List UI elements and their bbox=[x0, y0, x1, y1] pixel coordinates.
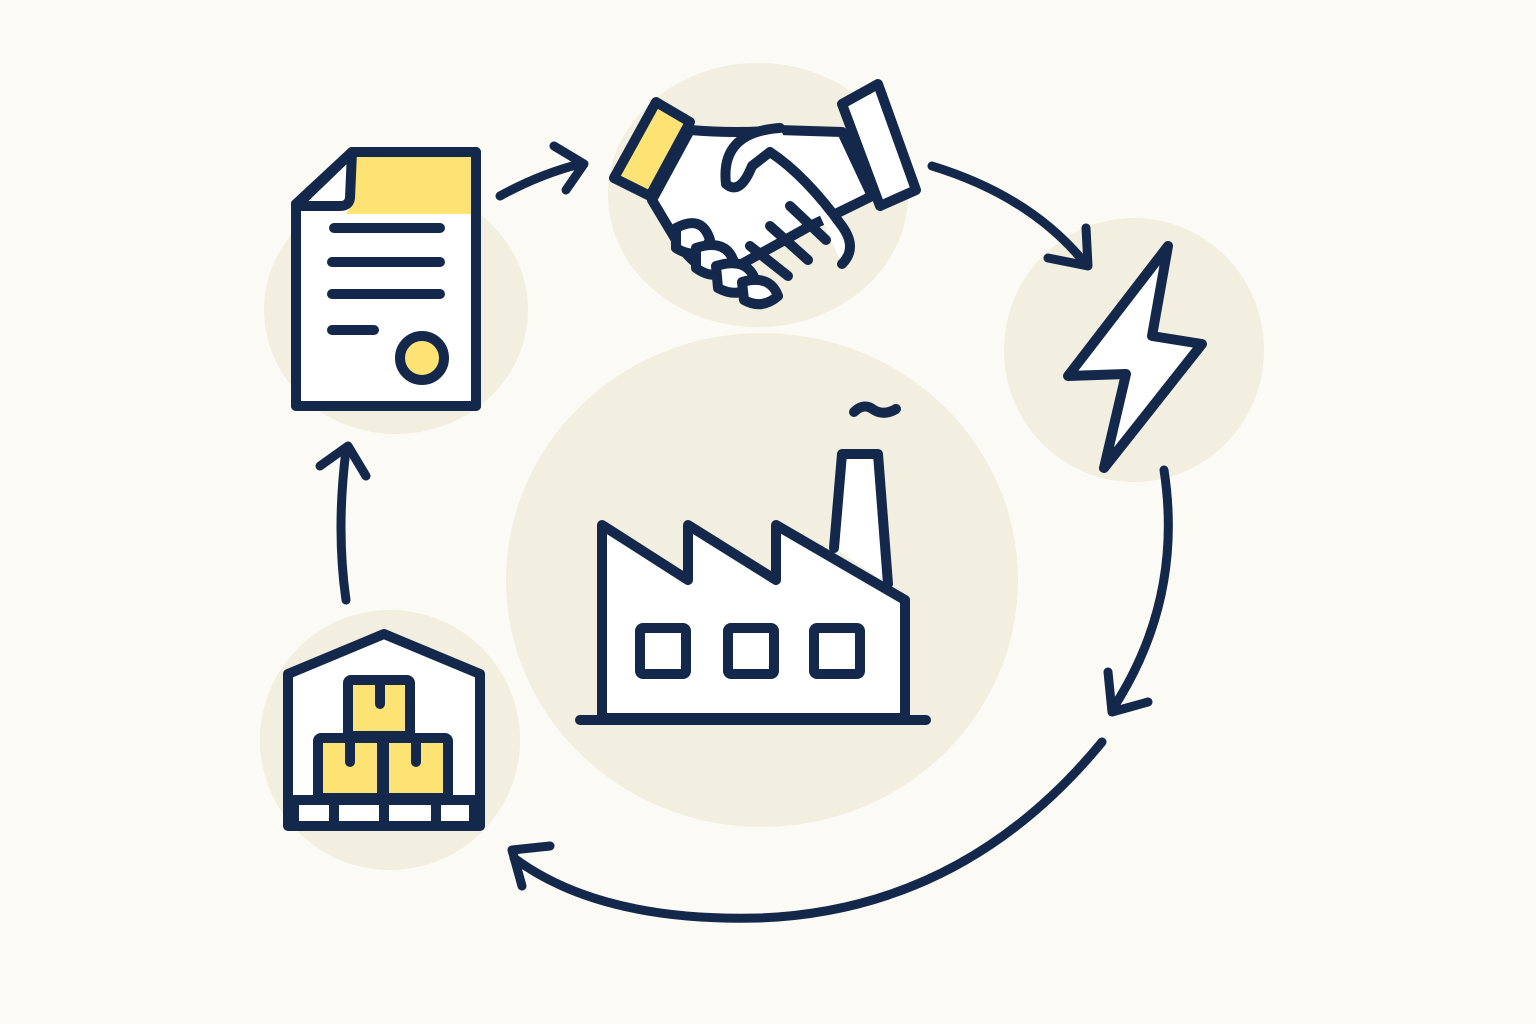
handshake-icon bbox=[609, 79, 921, 310]
warehouse-boxes-icon bbox=[283, 629, 485, 831]
lightning-bolt-icon bbox=[1063, 241, 1207, 473]
cycle-arrows bbox=[315, 141, 1173, 923]
arrow-document-to-handshake bbox=[495, 141, 589, 201]
factory-icon bbox=[575, 401, 931, 725]
arrow-warehouse-loop bbox=[507, 737, 1107, 923]
arrow-handshake-to-energy bbox=[927, 161, 1093, 271]
arrow-energy-to-warehouse bbox=[1103, 465, 1173, 717]
document-certificate-icon bbox=[291, 147, 481, 411]
arrow-warehouse-to-document bbox=[315, 441, 371, 605]
